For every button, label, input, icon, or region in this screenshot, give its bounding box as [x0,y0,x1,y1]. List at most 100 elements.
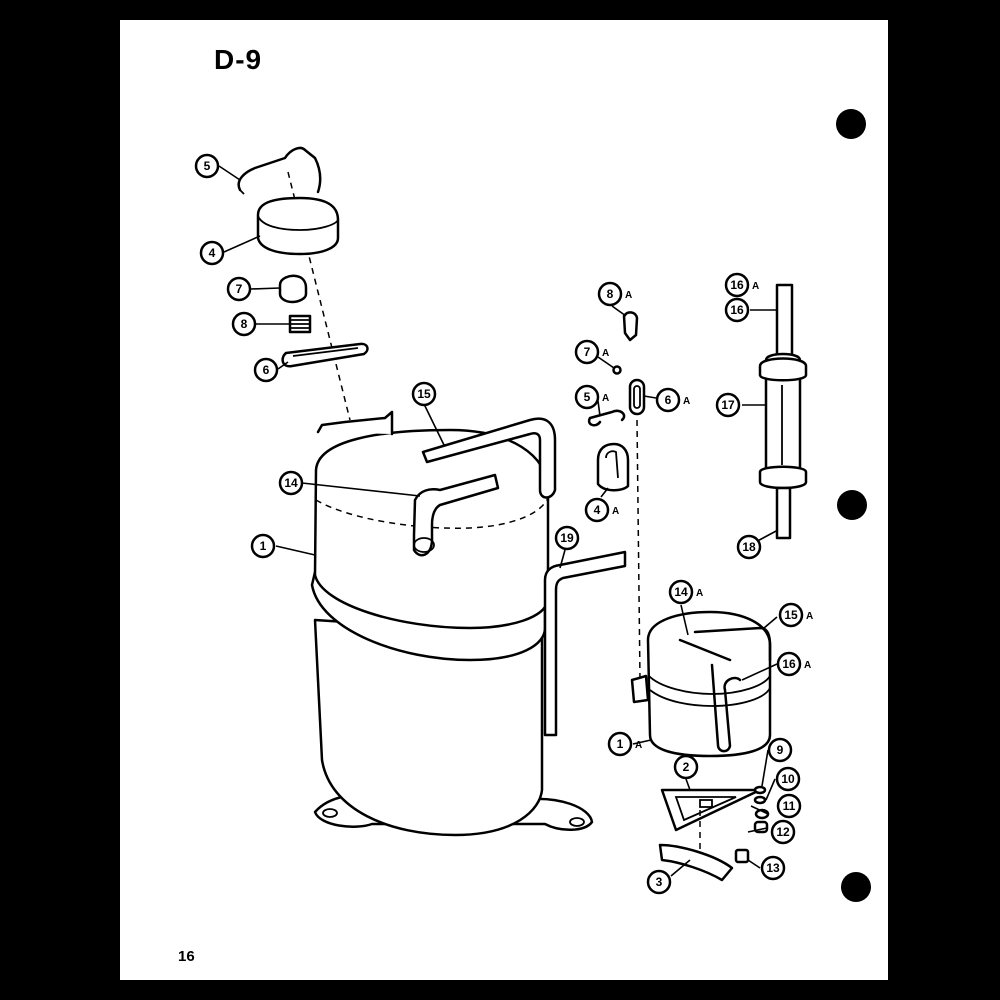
callout-circle [584,497,610,523]
callout-circle [724,272,750,298]
callout-number: 9 [777,743,784,757]
callout-number: 19 [560,531,574,545]
callout-circle [574,339,600,365]
callout-circle [411,381,437,407]
callout-c17: 17 [715,392,741,418]
callout-circle [199,240,225,266]
callout-number: 2 [683,760,690,774]
callout-number: 16 [730,303,744,317]
callout-circle [775,766,801,792]
callout-number: 1 [260,539,267,553]
callout-number: 4 [209,246,216,260]
callout-c13: 13 [760,855,786,881]
callout-circle [736,534,762,560]
callout-circle [597,281,623,307]
callout-c4: 4 [199,240,225,266]
callout-number: 8 [607,287,614,301]
callout-number: 5 [584,390,591,404]
callout-c19: 19 [554,525,580,551]
page-number: 16 [178,948,195,965]
callout-c14a: 14 A [668,579,703,605]
leader-lines [218,165,779,877]
callout-c5: 5 [194,153,220,179]
callout-suffix: A [602,393,609,404]
callout-number: 18 [742,540,756,554]
callout-number: 15 [417,387,431,401]
muffler-assembly [758,283,808,540]
callout-number: 15 [784,608,798,622]
callout-c18: 18 [736,534,762,560]
mounting-hardware [658,785,770,882]
callout-circle [231,311,257,337]
callout-suffix: A [683,396,690,407]
callout-circle [776,651,802,677]
binder-holes [836,109,871,902]
callout-circle [724,297,750,323]
callout-c9: 9 [767,737,793,763]
callout-c16a2: 16 A [776,651,811,677]
callout-circle [673,754,699,780]
callout-c1: 1 [250,533,276,559]
callout-c16: 16 [724,297,750,323]
callout-circle [253,357,279,383]
callout-suffix: A [804,660,811,671]
callout-number: 16 [730,278,744,292]
compressor-large [287,171,627,837]
callout-circle [776,793,802,819]
callout-suffix: A [635,740,642,751]
callout-number: 6 [263,363,270,377]
compressor-small [630,610,772,758]
callout-circle [574,384,600,410]
callout-number: 12 [776,825,790,839]
callout-c6: 6 [253,357,279,383]
callout-c15: 15 [411,381,437,407]
callout-suffix: A [625,290,632,301]
callout-c15a: 15 A [778,602,813,628]
callout-circle [778,602,804,628]
callout-number: 11 [783,799,796,813]
callout-suffix: A [696,588,703,599]
callout-c16a: 16 A [724,272,759,298]
callout-suffix: A [806,611,813,622]
callout-number: 10 [781,772,795,786]
callout-circle [250,533,276,559]
callout-c7: 7 [226,276,252,302]
callout-circle [607,731,633,757]
callout-suffix: A [752,281,759,292]
callout-number: 4 [594,503,601,517]
callout-number: 7 [584,345,591,359]
callout-c2: 2 [673,754,699,780]
callout-number: 8 [241,317,248,331]
callout-circle [226,276,252,302]
page-title: D-9 [214,44,263,75]
callout-circle [767,737,793,763]
callout-c14: 14 [278,470,304,496]
callout-c8: 8 [231,311,257,337]
callout-number: 14 [284,476,298,490]
callout-number: 5 [204,159,211,173]
callout-c10: 10 [775,766,801,792]
callout-number: 1 [617,737,624,751]
callout-number: 7 [236,282,243,296]
callout-c3: 3 [646,869,672,895]
callout-number: 14 [674,585,688,599]
callout-c11: 11 [776,793,802,819]
variant-a-terminal-parts [587,311,646,681]
terminal-cover-assembly [237,146,369,368]
callout-circle [715,392,741,418]
callout-number: 13 [766,861,780,875]
callout-suffix: A [602,348,609,359]
callout-c12: 12 [770,819,796,845]
callout-circle [554,525,580,551]
callout-circle [278,470,304,496]
callout-circle [655,387,681,413]
callout-number: 16 [782,657,796,671]
callout-circle [770,819,796,845]
